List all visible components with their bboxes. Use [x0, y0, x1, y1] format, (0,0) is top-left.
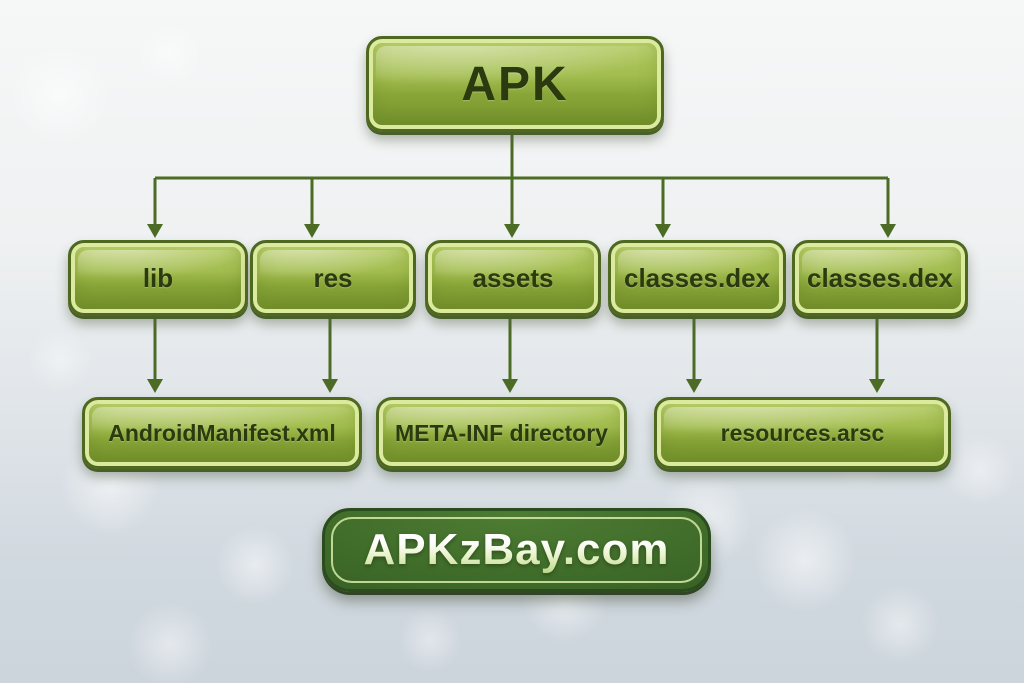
node-label: AndroidManifest.xml [108, 419, 336, 446]
arrowhead [880, 224, 896, 238]
node-label: resources.arsc [720, 419, 885, 446]
node-lib: lib [68, 240, 248, 316]
arrowhead [655, 224, 671, 238]
node-resources-arsc: resources.arsc [654, 397, 951, 469]
node-apk: APK [366, 36, 664, 132]
arrowhead [304, 224, 320, 238]
node-label: lib [142, 262, 174, 293]
node-label: classes.dex [806, 262, 953, 293]
node-label: APK [461, 57, 569, 111]
node-res: res [250, 240, 416, 316]
arrowhead [502, 379, 518, 393]
node-androidmanifest-xml: AndroidManifest.xml [82, 397, 362, 469]
node-label: res [313, 262, 353, 293]
arrowhead [504, 224, 520, 238]
node-label: classes.dex [623, 262, 770, 293]
node-assets: assets [425, 240, 601, 316]
watermark-label: APKzBay.com [363, 525, 670, 574]
apkzbay-watermark-banner: APKzBay.com [322, 508, 711, 592]
arrowhead [147, 224, 163, 238]
node-label: assets [472, 262, 554, 293]
node-meta-inf-directory: META-INF directory [376, 397, 627, 469]
arrowhead [869, 379, 885, 393]
node-classes-dex-2: classes.dex [792, 240, 968, 316]
node-classes-dex-1: classes.dex [608, 240, 786, 316]
node-label: META-INF directory [395, 419, 608, 446]
arrowhead [147, 379, 163, 393]
arrowhead [322, 379, 338, 393]
arrowhead [686, 379, 702, 393]
